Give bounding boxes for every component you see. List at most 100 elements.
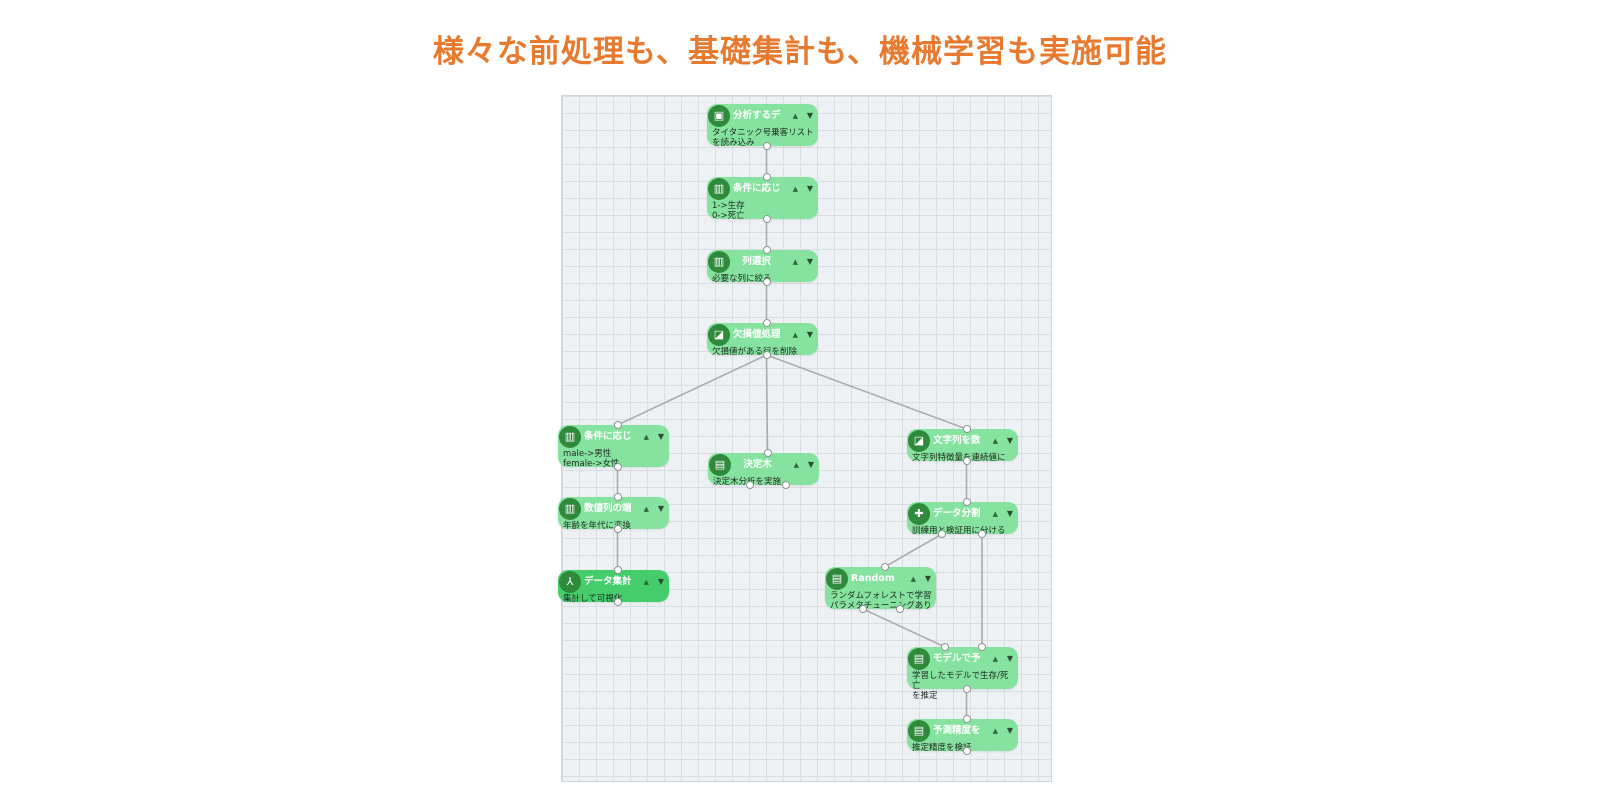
- workflow-node[interactable]: ◪文字列を数... ▲ ▼文字列特徴量を連続値に: [907, 429, 1018, 463]
- node-description: 決定木分析を実施: [713, 477, 816, 487]
- node-title: 予測精度を...: [933, 725, 980, 736]
- input-port[interactable]: [962, 425, 971, 433]
- node-run-icon[interactable]: ▲: [792, 185, 798, 193]
- node-menu-chevron-down-icon[interactable]: ▼: [806, 257, 813, 266]
- input-port[interactable]: [962, 498, 971, 506]
- node-title: 決定木: [743, 459, 772, 470]
- node-menu-chevron-down-icon[interactable]: ▼: [924, 574, 931, 583]
- output-port[interactable]: [762, 351, 771, 359]
- input-port[interactable]: [613, 421, 622, 429]
- output-port[interactable]: [978, 530, 986, 538]
- model-icon: ▤: [826, 568, 848, 590]
- input-port[interactable]: [880, 563, 889, 571]
- output-port[interactable]: [962, 457, 971, 465]
- node-menu-chevron-down-icon[interactable]: ▼: [1006, 726, 1013, 735]
- node-menu-chevron-down-icon[interactable]: ▼: [657, 504, 664, 513]
- node-title: 欠損値処理: [733, 329, 780, 340]
- workflow-edge: [766, 354, 967, 430]
- node-run-icon[interactable]: ▲: [792, 258, 798, 266]
- node-run-icon[interactable]: ▲: [910, 575, 916, 583]
- input-port[interactable]: [978, 643, 986, 651]
- input-port[interactable]: [613, 566, 622, 574]
- input-port[interactable]: [762, 319, 771, 327]
- workflow-edge: [617, 354, 767, 426]
- node-run-icon[interactable]: ▲: [992, 437, 998, 445]
- workflow-node[interactable]: ✚データ分割▲▼訓練用と検証用に分ける: [907, 502, 1018, 536]
- input-port[interactable]: [613, 493, 622, 501]
- node-menu-chevron-down-icon[interactable]: ▼: [657, 577, 664, 586]
- workflow-node[interactable]: ▥条件に応じ...▲▼1->生存 0->死亡: [707, 177, 818, 221]
- page-headline: 様々な前処理も、基礎集計も、機械学習も実施可能: [432, 34, 1168, 70]
- node-title: 文字列を数...: [933, 435, 980, 446]
- output-port[interactable]: [762, 215, 771, 223]
- workflow-edge: [884, 533, 943, 568]
- workflow-canvas[interactable]: ▣分析するデ...▲▼タイタニック号乗客リスト を読み込み▥条件に応じ...▲▼…: [558, 95, 1052, 782]
- output-port[interactable]: [896, 605, 904, 613]
- workflow-edge: [765, 354, 769, 454]
- columns-icon: ▥: [708, 178, 730, 200]
- node-run-icon[interactable]: ▲: [643, 505, 649, 513]
- node-description: 訓練用と検証用に分ける: [912, 526, 1006, 536]
- output-port[interactable]: [781, 481, 790, 489]
- node-menu-chevron-down-icon[interactable]: ▼: [1006, 436, 1013, 445]
- node-description: 学習したモデルで生存/死亡 を推定: [912, 671, 1009, 701]
- input-port[interactable]: [763, 449, 772, 457]
- columns-icon: ▥: [708, 251, 730, 273]
- node-title: 分析するデ...: [733, 110, 780, 121]
- output-port[interactable]: [745, 481, 754, 489]
- workflow-node[interactable]: ▤予測精度を...▲▼推定精度を検証: [907, 719, 1018, 753]
- aggregate-icon: ⅄: [559, 571, 581, 593]
- node-title: 条件に応じ...: [733, 183, 780, 194]
- output-port[interactable]: [962, 685, 971, 693]
- workflow-node[interactable]: ▤Random Fo...▲▼ランダムフォレストで学習 パラメタチューニングあり: [825, 567, 936, 611]
- output-port[interactable]: [613, 598, 622, 606]
- node-description: 欠損値がある行を削除: [712, 347, 798, 357]
- input-port[interactable]: [941, 643, 949, 651]
- node-menu-chevron-down-icon[interactable]: ▼: [1006, 654, 1013, 663]
- node-run-icon[interactable]: ▲: [643, 578, 649, 586]
- node-menu-chevron-down-icon[interactable]: ▼: [1006, 509, 1013, 518]
- output-port[interactable]: [859, 605, 867, 613]
- output-port[interactable]: [962, 747, 971, 755]
- output-port[interactable]: [938, 530, 946, 538]
- columns-icon: ▥: [559, 498, 581, 520]
- clean-icon: ◪: [908, 430, 930, 452]
- node-description: 文字列特徴量を連続値に: [912, 453, 1006, 463]
- node-menu-chevron-down-icon[interactable]: ▼: [806, 111, 813, 120]
- workflow-node[interactable]: ▤モデルで予...▲▼学習したモデルで生存/死亡 を推定: [907, 647, 1018, 701]
- node-title: データ集計: [584, 576, 631, 587]
- node-run-icon[interactable]: ▲: [992, 510, 998, 518]
- output-port[interactable]: [613, 463, 622, 471]
- input-port[interactable]: [962, 715, 971, 723]
- node-description: 必要な列に絞る: [712, 274, 772, 284]
- output-port[interactable]: [613, 525, 622, 533]
- node-menu-chevron-down-icon[interactable]: ▼: [806, 330, 813, 339]
- workflow-node[interactable]: ▣分析するデ...▲▼タイタニック号乗客リスト を読み込み: [707, 104, 818, 148]
- node-menu-chevron-down-icon[interactable]: ▼: [807, 460, 814, 469]
- workflow-node[interactable]: ▥列選択▲▼必要な列に絞る: [707, 250, 818, 284]
- input-port[interactable]: [762, 246, 771, 254]
- node-description: 年齢を年代に変換: [563, 521, 632, 531]
- workflow-node[interactable]: ◪欠損値処理 ▲ ▼ 欠損値がある行を削除: [707, 323, 818, 357]
- node-menu-chevron-down-icon[interactable]: ▼: [657, 432, 664, 441]
- input-port[interactable]: [762, 173, 771, 181]
- node-menu-chevron-down-icon[interactable]: ▼: [806, 184, 813, 193]
- node-run-icon[interactable]: ▲: [992, 727, 998, 735]
- node-run-icon[interactable]: ▲: [793, 461, 799, 469]
- node-description: 集計して可視化: [563, 594, 623, 604]
- output-port[interactable]: [762, 278, 771, 286]
- output-port[interactable]: [762, 142, 771, 150]
- node-description: male->男性 female->女性: [563, 449, 620, 469]
- node-run-icon[interactable]: ▲: [643, 433, 649, 441]
- workflow-node[interactable]: ▤決定木▲▼決定木分析を実施: [708, 453, 819, 487]
- workflow-node[interactable]: ▥条件に応じ...▲▼male->男性 female->女性: [558, 425, 669, 469]
- clean-icon: ◪: [708, 324, 730, 346]
- puzzle-icon: ✚: [908, 503, 930, 525]
- workflow-node[interactable]: ⅄データ集計 ▲ ▼ 集計して可視化: [558, 570, 669, 604]
- node-title: 数値列の端...: [584, 503, 631, 514]
- model-icon: ▤: [908, 720, 930, 742]
- node-run-icon[interactable]: ▲: [792, 331, 798, 339]
- node-run-icon[interactable]: ▲: [792, 112, 798, 120]
- workflow-node[interactable]: ▥数値列の端... ▲ ▼ 年齢を年代に変換: [558, 497, 669, 531]
- node-run-icon[interactable]: ▲: [992, 655, 998, 663]
